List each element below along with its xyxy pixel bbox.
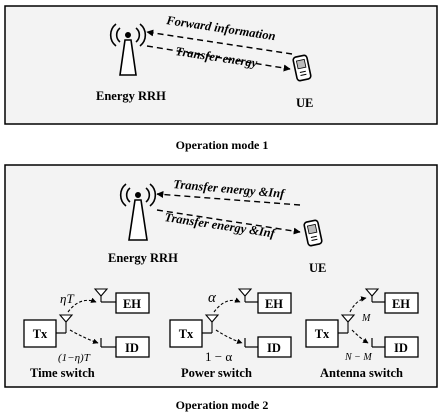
antenna-tower-icon [119, 183, 157, 241]
id-box [115, 336, 150, 358]
small-antenna-icon [93, 288, 109, 302]
id-box [257, 336, 292, 358]
small-antenna-icon [340, 314, 356, 333]
eh-label: EH [265, 297, 283, 311]
mobile-phone-icon [292, 54, 312, 82]
mode2-panel [4, 164, 438, 388]
eh-label: EH [392, 297, 410, 311]
eh-box [384, 292, 419, 314]
mode1-caption: Operation mode 1 [176, 138, 269, 152]
eh-box [257, 292, 292, 314]
mobile-phone-icon [303, 219, 323, 247]
time-lower-label: (1−η)T [58, 352, 91, 364]
id-label: ID [267, 341, 281, 355]
mode1-rrh-label: Energy RRH [96, 89, 166, 103]
small-antenna-icon [364, 288, 380, 302]
tx-box [23, 319, 57, 348]
time-upper-label: ηT [60, 291, 74, 306]
id-label: ID [125, 341, 139, 355]
mode2-link-bottom-arrow [156, 209, 301, 235]
power-upper-label: α [208, 290, 217, 306]
power-lower-label: 1 − α [205, 349, 232, 364]
mode2-link-top-arrow [156, 190, 301, 206]
tx-label: Tx [179, 327, 194, 341]
forward-info-arrow [146, 29, 293, 55]
antenna-lower-label: N − M [344, 352, 372, 363]
antenna-switch-scheme: Tx EH ID M N − M Antenna switch [305, 288, 419, 380]
id-box [384, 336, 419, 358]
mode1-ue-label: UE [296, 96, 313, 110]
small-antenna-icon [204, 314, 220, 333]
eh-box [115, 292, 150, 314]
power-switch-scheme: Tx EH ID α 1 − α Power switch [169, 288, 292, 380]
small-antenna-icon [237, 288, 253, 302]
tx-label: Tx [33, 327, 48, 341]
mode2-caption: Operation mode 2 [176, 398, 269, 412]
antenna-upper-label: M [361, 313, 371, 324]
small-antenna-icon [58, 314, 74, 333]
tx-box [305, 319, 339, 348]
time-switch-label: Time switch [30, 366, 95, 380]
antenna-switch-label: Antenna switch [320, 366, 403, 380]
mode1-panel [4, 5, 438, 125]
tx-label: Tx [315, 327, 330, 341]
mode2-rrh-label: Energy RRH [108, 251, 178, 265]
id-label: ID [394, 341, 408, 355]
eh-label: EH [123, 297, 141, 311]
mode2-ue-label: UE [309, 261, 326, 275]
tx-box [169, 319, 203, 348]
power-switch-label: Power switch [181, 366, 252, 380]
antenna-tower-icon [109, 23, 147, 76]
transfer-energy-arrow [146, 45, 291, 72]
time-switch-scheme: Tx EH ID ηT (1−η)T Time switch [23, 288, 150, 380]
